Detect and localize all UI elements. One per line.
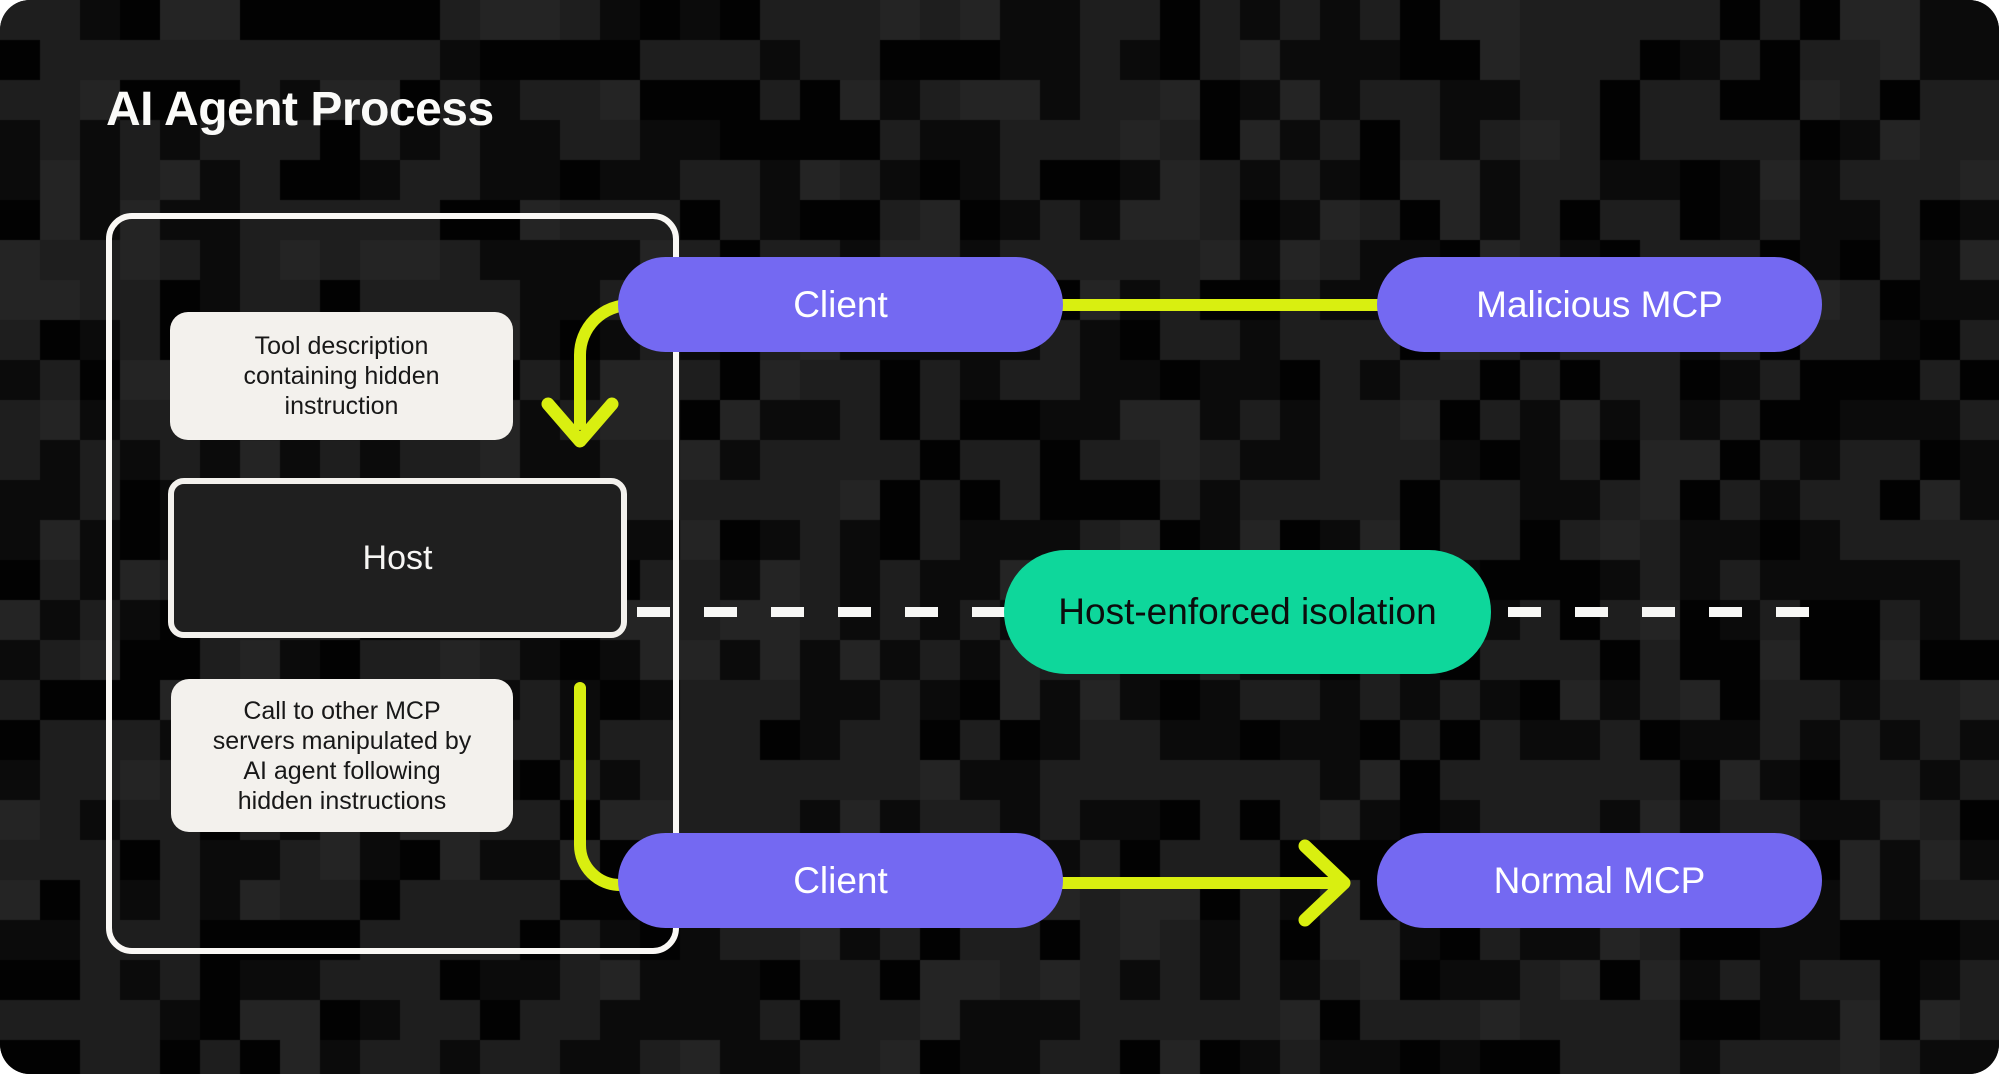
client-bottom-node: Client [618,833,1063,928]
client-top-label: Client [793,283,888,325]
client-top-node: Client [618,257,1063,352]
diagram-title: AI Agent Process [106,83,494,136]
normal-mcp-label: Normal MCP [1493,859,1706,901]
malicious-mcp-label: Malicious MCP [1476,283,1723,325]
isolation-label: Host-enforced isolation [1058,591,1437,632]
mcp-call-note: Call to other MCP servers manipulated by… [171,679,513,832]
agent-process-boundary-box [106,213,679,954]
client-bottom-label: Client [793,859,888,901]
normal-mcp-node: Normal MCP [1377,833,1822,928]
host-label: Host [362,538,433,577]
host-enforced-isolation-badge: Host-enforced isolation [1004,550,1491,674]
host-box: Host [168,478,627,638]
tool-description-note: Tool description containing hidden instr… [170,312,513,440]
malicious-mcp-node: Malicious MCP [1377,257,1822,352]
